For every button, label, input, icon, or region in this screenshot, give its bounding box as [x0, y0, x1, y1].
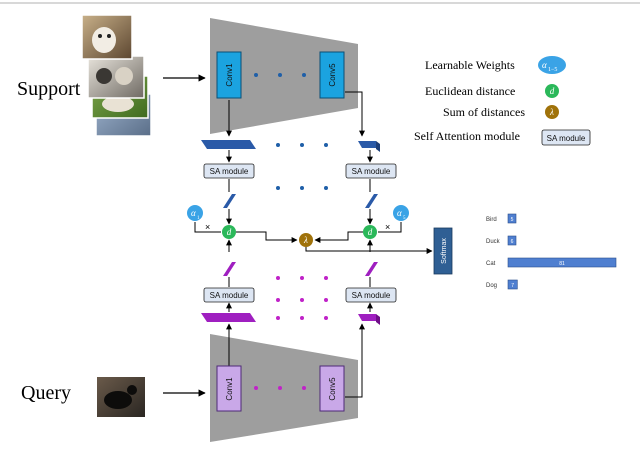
- alpha5-link: [378, 222, 402, 233]
- legend-sa-module-box-label: SA module: [547, 134, 586, 143]
- support-attended-vector-5: [365, 194, 378, 208]
- legend-learnable-weights: Learnable Weights: [425, 58, 515, 72]
- legend-sa-module: Self Attention module: [414, 129, 520, 143]
- query-encoder-trapezoid: [210, 334, 358, 442]
- softmax-label: Softmax: [441, 238, 448, 264]
- output-bar-value: 5: [511, 217, 514, 223]
- support-encoder-dots: [254, 73, 306, 77]
- support-sa-module-5-label: SA module: [352, 167, 391, 176]
- query-sa-module-1-label: SA module: [210, 291, 249, 300]
- query-conv1-label: Conv1: [225, 377, 234, 401]
- alpha1-sub: 1: [197, 216, 200, 221]
- d5-to-lambda: [314, 231, 363, 243]
- alpha5-sub: 5: [403, 216, 406, 221]
- output-category-label: Bird: [486, 217, 497, 223]
- legend-alpha-icon: [538, 56, 566, 74]
- legend-d-icon: [545, 84, 559, 98]
- legend-euclidean-distance: Euclidean distance: [425, 84, 515, 98]
- alpha5-base: α: [397, 208, 402, 218]
- output-category-label: Cat: [486, 261, 496, 267]
- times-sign-1: ×: [205, 222, 210, 232]
- query-sa-module-5-label: SA module: [352, 291, 391, 300]
- output-bar-value: 81: [559, 261, 565, 267]
- query-feature-dots-row3: [276, 316, 328, 320]
- lambda-to-softmax: [305, 247, 433, 254]
- query-conv1-block: [216, 365, 242, 412]
- distance-node-1-symbol: d: [227, 227, 232, 237]
- support-conv5-route: [345, 91, 365, 137]
- query-sa-module-1: [203, 287, 255, 303]
- support-feature-dots-row2: [276, 186, 328, 190]
- query-conv5-label: Conv5: [328, 377, 337, 401]
- query-image: [97, 377, 145, 417]
- query-encoder-dots: [254, 386, 306, 390]
- output-bar: [507, 235, 517, 246]
- distance-node-1: [222, 225, 236, 239]
- support-conv5-label: Conv5: [328, 63, 337, 87]
- support-images: [81, 14, 152, 137]
- output-bar-value: 6: [511, 239, 514, 245]
- output-category-label: Duck: [486, 239, 501, 245]
- legend-lambda-icon: [545, 105, 559, 119]
- lambda-node: [299, 233, 313, 247]
- query-conv5-block: [319, 365, 345, 412]
- output-category-label: Dog: [486, 283, 497, 289]
- support-label: Support: [17, 78, 81, 100]
- alpha1-weight: [187, 205, 203, 221]
- times-sign-5: ×: [385, 222, 390, 232]
- support-attended-vector-1: [223, 194, 236, 208]
- support-feature-dots-row1: [276, 143, 328, 147]
- query-feature-map-5: [358, 314, 380, 321]
- support-conv5-block: [319, 51, 345, 99]
- support-sa-module-5: [345, 163, 397, 179]
- support-conv1-label: Conv1: [225, 63, 234, 87]
- query-feature-dots-row2: [276, 298, 328, 302]
- output-bar: [507, 257, 617, 268]
- distance-node-5-symbol: d: [368, 227, 373, 237]
- d1-to-lambda: [236, 231, 298, 243]
- output-bar-value: 7: [511, 283, 514, 289]
- alpha1-base: α: [191, 208, 196, 218]
- alpha5-weight: [393, 205, 409, 221]
- query-label: Query: [21, 382, 71, 404]
- query-conv5-route: [345, 323, 365, 398]
- legend-alpha-sub: 1−5: [548, 67, 557, 73]
- support-conv1-block: [216, 51, 242, 99]
- query-attended-vector-5: [365, 262, 378, 276]
- legend-d-symbol: d: [550, 86, 555, 96]
- legend-alpha-base: α: [542, 60, 547, 70]
- query-sa-module-5: [345, 287, 397, 303]
- legend-sum-of-distances: Sum of distances: [443, 105, 525, 119]
- support-feature-map-5: [358, 141, 380, 148]
- support-feature-map-1: [201, 140, 256, 149]
- support-sa-module-1-label: SA module: [210, 167, 249, 176]
- distance-node-5: [363, 225, 377, 239]
- support-sa-module-1: [203, 163, 255, 179]
- output-bar: [507, 213, 517, 224]
- legend-lambda-symbol: λ: [549, 107, 554, 117]
- output-bar: [507, 279, 518, 290]
- lambda-node-symbol: λ: [303, 235, 308, 245]
- legend-sa-module-box: [541, 129, 591, 146]
- softmax-block: [433, 227, 453, 275]
- alpha1-link: [194, 222, 221, 233]
- query-feature-map-1: [201, 313, 256, 322]
- query-feature-dots-row1: [276, 276, 328, 280]
- query-attended-vector-1: [223, 262, 236, 276]
